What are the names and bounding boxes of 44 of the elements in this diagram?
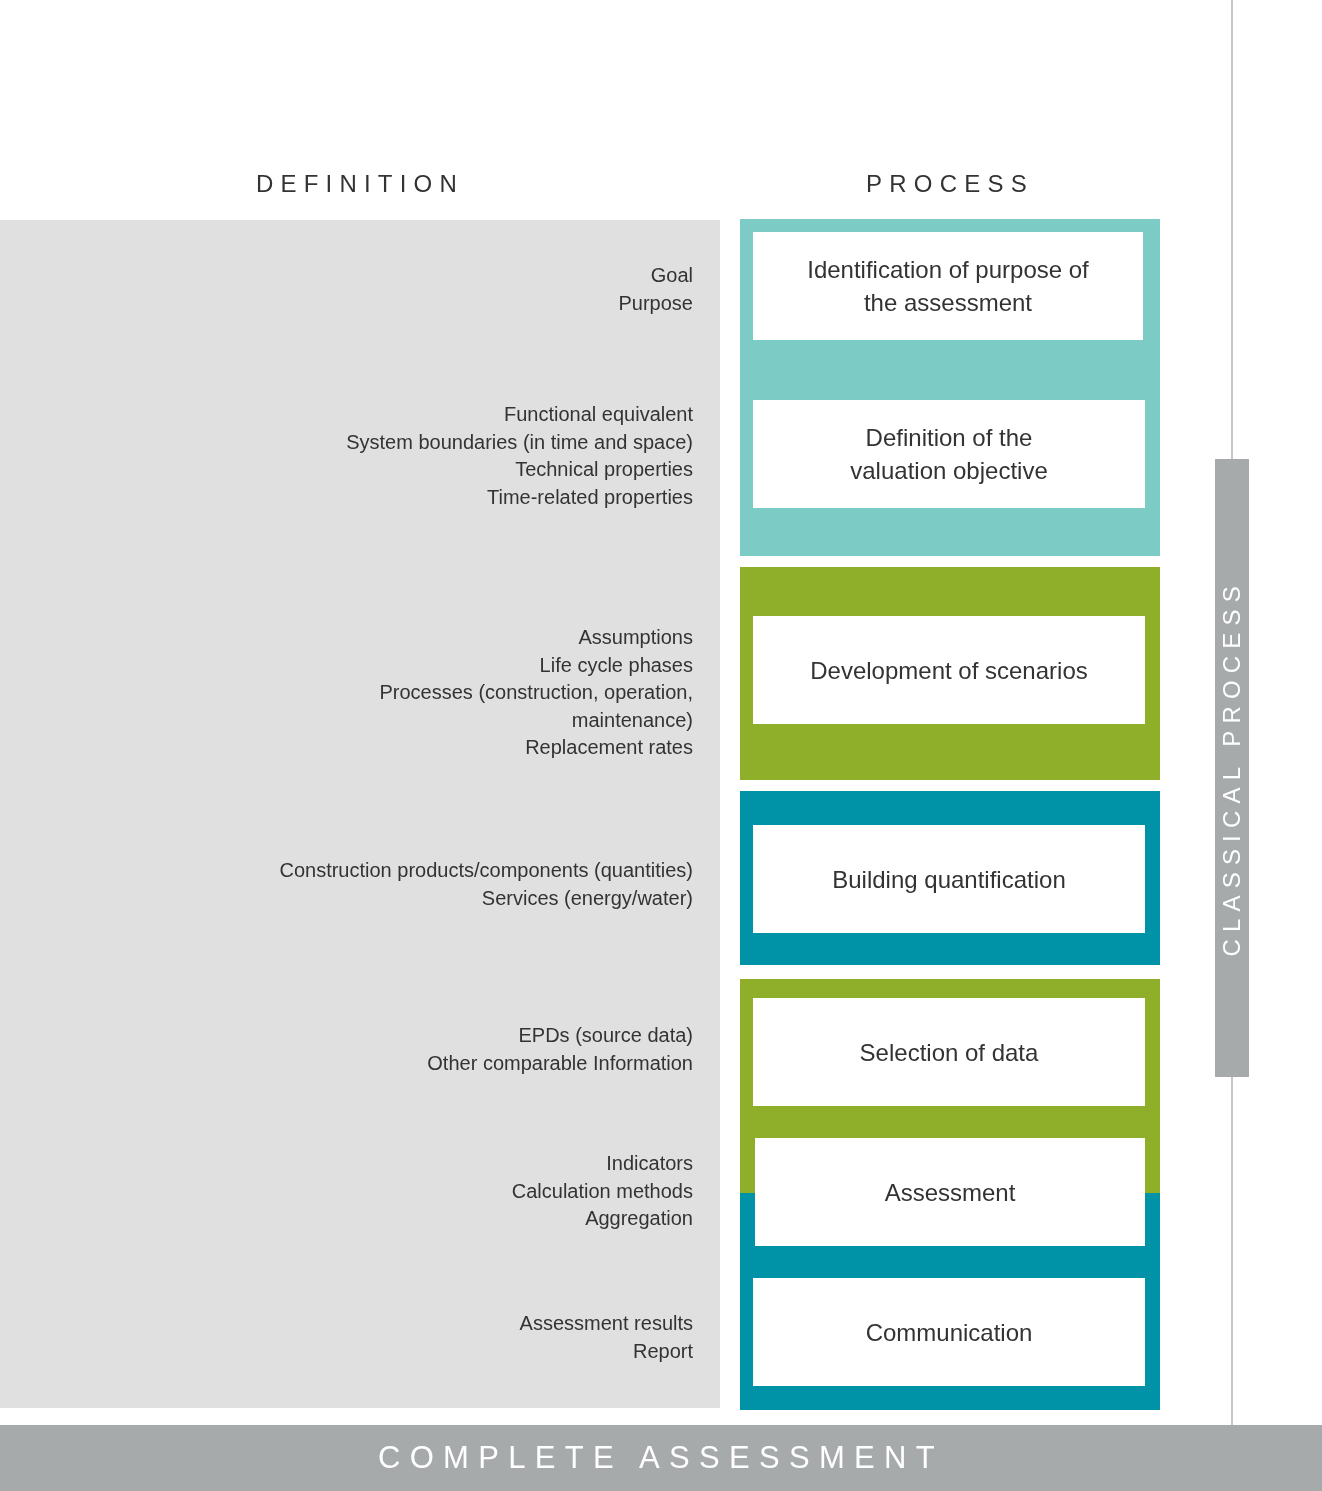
- process-step-box: [755, 1138, 1145, 1246]
- process-step-box: [753, 998, 1145, 1106]
- definition-item: EPDs (source data): [518, 1023, 693, 1048]
- process-step-label: Communication: [865, 1317, 1033, 1348]
- definition-item: Services (energy/water): [481, 885, 693, 911]
- definition-item: Aggregation: [585, 1206, 693, 1231]
- process-step-box: [753, 400, 1145, 508]
- definition-item: Indicators: [606, 1151, 693, 1176]
- definition-item: Calculation methods: [511, 1178, 693, 1204]
- process-step-label: Development of scenarios: [810, 655, 1088, 686]
- column-heading: DEFINITION: [256, 170, 464, 198]
- process-step-box: [753, 1278, 1145, 1386]
- definition-item: Other comparable Information: [427, 1050, 693, 1076]
- process-band: [740, 791, 1160, 965]
- process-step-label: Definition of the valuation objective: [849, 423, 1049, 486]
- column-heading: PROCESS: [866, 170, 1034, 198]
- definition-item: Assumptions: [578, 625, 693, 650]
- process-band: [740, 219, 1160, 556]
- definition-item: Construction products/components (quantities): [279, 858, 693, 883]
- definition-item: Processes (construction, operation, maintenance): [378, 680, 693, 733]
- definition-item: Life cycle phases: [539, 652, 693, 678]
- process-step-label: Selection of data: [859, 1037, 1039, 1068]
- process-step-box: [753, 616, 1145, 724]
- process-step-label: Building quantification: [832, 864, 1066, 895]
- definition-item: Goal: [650, 263, 693, 288]
- process-band: [740, 979, 1160, 1410]
- process-band: [740, 567, 1160, 780]
- definition-item: System boundaries (in time and space): [346, 429, 693, 455]
- bottom-bar: [0, 1425, 1322, 1491]
- process-step-box: [753, 825, 1145, 933]
- side-bar-label: CLASSICAL PROCESS: [1218, 579, 1246, 957]
- definition-panel: [0, 220, 720, 1408]
- definition-item: Report: [632, 1338, 693, 1364]
- definition-item: Technical properties: [515, 457, 693, 482]
- definition-item: Time-related properties: [487, 484, 693, 510]
- process-step-label: Assessment: [884, 1177, 1016, 1208]
- definition-item: Functional equivalent: [504, 402, 693, 427]
- definition-item: Replacement rates: [525, 735, 693, 760]
- process-step-box: [753, 232, 1143, 340]
- process-step-label: Identification of purpose of the assessment: [806, 255, 1090, 318]
- definition-item: Purpose: [618, 290, 693, 316]
- definition-item: Assessment results: [519, 1311, 693, 1336]
- side-bar: [1215, 459, 1249, 1077]
- bottom-bar-label: COMPLETE ASSESSMENT: [378, 1440, 944, 1476]
